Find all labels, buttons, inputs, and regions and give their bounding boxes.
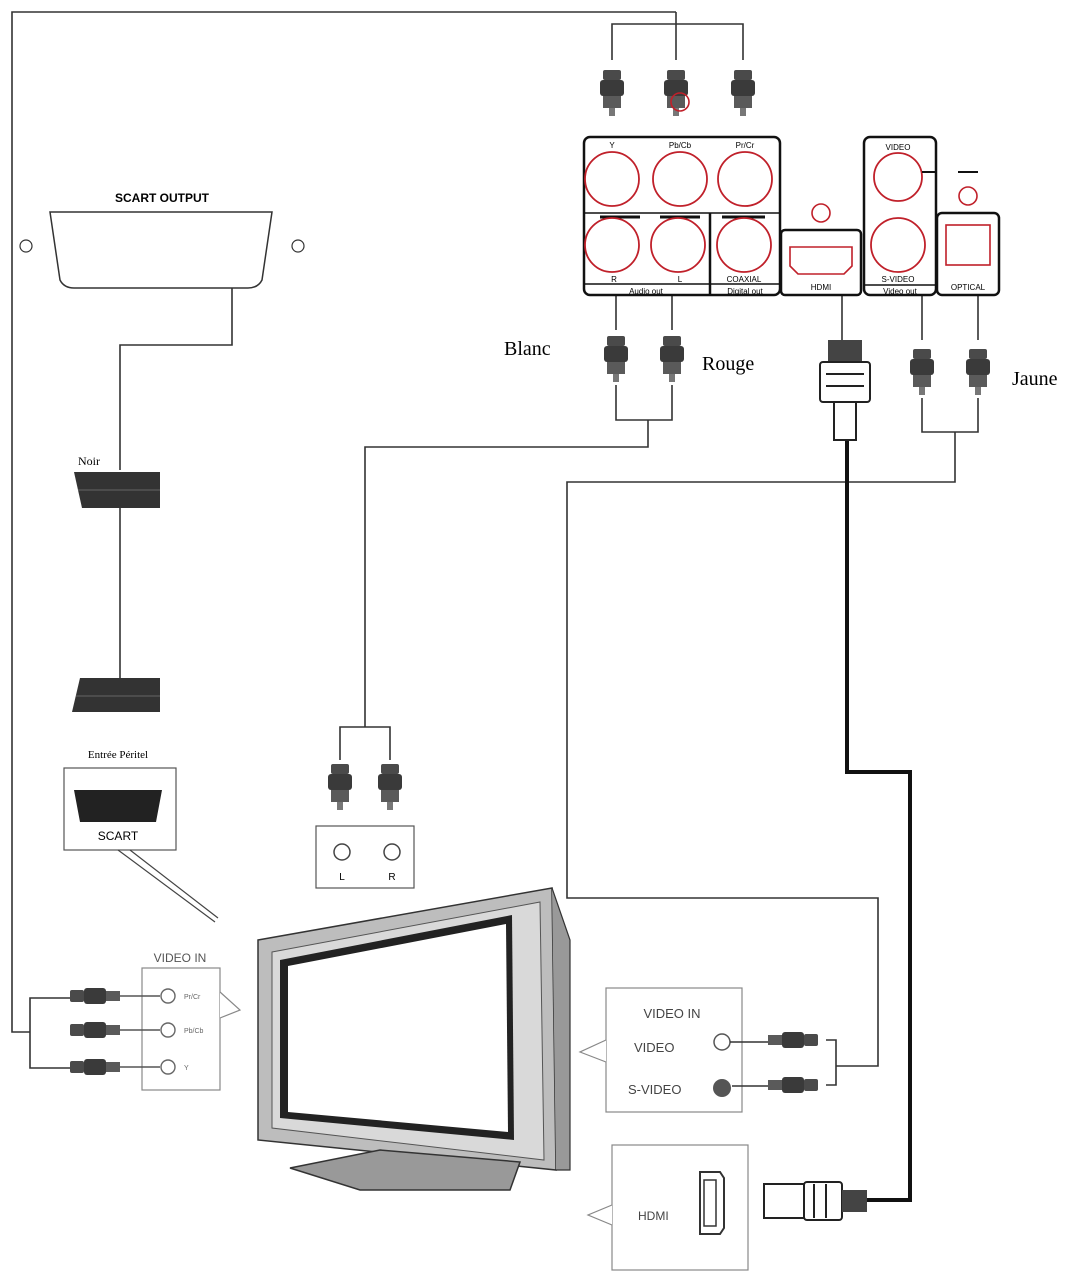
- tv-svideo-label: S-VIDEO: [628, 1082, 681, 1097]
- jack-coaxial: [716, 217, 772, 273]
- cable-label-rouge: Rouge: [702, 353, 754, 375]
- audio-wire: [364, 420, 649, 727]
- jack-audio-r: [584, 217, 640, 273]
- tv-component-box: [141, 967, 221, 1091]
- cable-label-blanc: Blanc: [504, 338, 551, 360]
- scart-input-label: SCART: [98, 829, 139, 843]
- tv-svideo-jack: [713, 1079, 731, 1097]
- tv-video-title: VIDEO IN: [643, 1006, 700, 1021]
- audio-out-label: Audio out: [629, 287, 664, 296]
- tv-audio-r-label: R: [388, 872, 395, 883]
- player-back-panel: Y Pb/Cb Pr/Cr R L COAXIAL Audio out Digi…: [582, 135, 1001, 297]
- component-plugs: [600, 70, 755, 116]
- optical-port-icon: [945, 224, 991, 266]
- wires: [11, 11, 979, 1086]
- tv-screen: [288, 924, 508, 1132]
- hdmi-cable: [845, 440, 912, 1202]
- tv-audio-box: [315, 825, 415, 889]
- tv-component-label-y: Y: [184, 1065, 189, 1072]
- optical-indicator: [958, 186, 978, 206]
- hdmi-indicator: [811, 203, 831, 223]
- component-tv-branch: [29, 997, 70, 1069]
- tv-hdmi-port: [699, 1171, 725, 1235]
- tv-scart-input: Entrée Péritel SCART: [63, 749, 219, 923]
- cable-label-noir: Noir: [78, 454, 100, 468]
- tv-hdmi-label: HDMI: [638, 1209, 669, 1223]
- scart-screw-left: [19, 239, 33, 253]
- video-plugs: [910, 349, 990, 395]
- component-top-wire: [611, 23, 744, 60]
- jack-y: [584, 151, 640, 207]
- plug-stems: [615, 275, 979, 340]
- tv-stand: [289, 1149, 522, 1191]
- scart-plug-top: [74, 472, 160, 508]
- tv-audio-l-label: L: [339, 872, 345, 883]
- jack-label-pb: Pb/Cb: [669, 141, 692, 150]
- television: [257, 887, 571, 1191]
- video-wire: [566, 432, 956, 1067]
- jack-label-l: L: [678, 275, 683, 284]
- tv-component-title: VIDEO IN: [154, 951, 207, 965]
- tv-component-input: VIDEO IN Pr/Cr Pb/Cb Y: [70, 951, 242, 1091]
- coaxial-label: COAXIAL: [727, 275, 762, 284]
- cable-label-jaune: Jaune: [1012, 368, 1058, 390]
- scart-input-socket: [74, 790, 162, 822]
- jack-svideo: [870, 217, 926, 273]
- entree-peritel-label: Entrée Péritel: [88, 749, 148, 761]
- video-out-label: Video out: [883, 287, 917, 296]
- jack-audio-l: [650, 217, 706, 273]
- jack-video: [873, 152, 923, 202]
- scart-screw-right: [291, 239, 305, 253]
- video-tv-bridge: [826, 1039, 837, 1086]
- hdmi-port-icon: [789, 246, 853, 275]
- video-jack-label: VIDEO: [886, 143, 911, 152]
- audio-cable-bridge: [615, 385, 673, 421]
- hdmi-plug-bottom: [763, 1181, 867, 1221]
- jack-label-r: R: [611, 275, 617, 284]
- component-left-wire: [11, 11, 676, 1033]
- optical-port-box: [935, 211, 1001, 297]
- hdmi-port-label: HDMI: [811, 283, 831, 292]
- scart-output-label: SCART OUTPUT: [115, 191, 210, 205]
- hdmi-plug-top: [819, 340, 871, 441]
- tv-hdmi-input: HDMI: [586, 1144, 867, 1271]
- svideo-jack-label: S-VIDEO: [882, 275, 915, 284]
- scart-output-socket: [49, 211, 273, 289]
- video-out-group: [862, 135, 938, 297]
- video-cable-bridge: [921, 398, 979, 433]
- tv-component-label-pb: Pb/Cb: [184, 1028, 204, 1035]
- jack-label-pr: Pr/Cr: [736, 141, 755, 150]
- tv-hdmi-box: [611, 1144, 749, 1271]
- audio-tv-bridge: [339, 726, 391, 760]
- scart-wire-top: [119, 250, 233, 470]
- optical-label: OPTICAL: [951, 283, 986, 292]
- scart-plug-bottom: [72, 678, 160, 712]
- audio-plugs: [604, 336, 684, 382]
- tv-component-label-pr: Pr/Cr: [184, 994, 201, 1001]
- jack-pb: [652, 151, 708, 207]
- jack-pr: [717, 151, 773, 207]
- tv-audio-input: L R: [315, 764, 415, 889]
- scart-output-connector: SCART OUTPUT: [19, 191, 305, 289]
- jack-label-y: Y: [609, 141, 615, 150]
- tv-video-input: VIDEO IN VIDEO S-VIDEO: [578, 987, 818, 1113]
- tv-video-label: VIDEO: [634, 1040, 674, 1055]
- digital-out-label: Digital out: [727, 287, 763, 296]
